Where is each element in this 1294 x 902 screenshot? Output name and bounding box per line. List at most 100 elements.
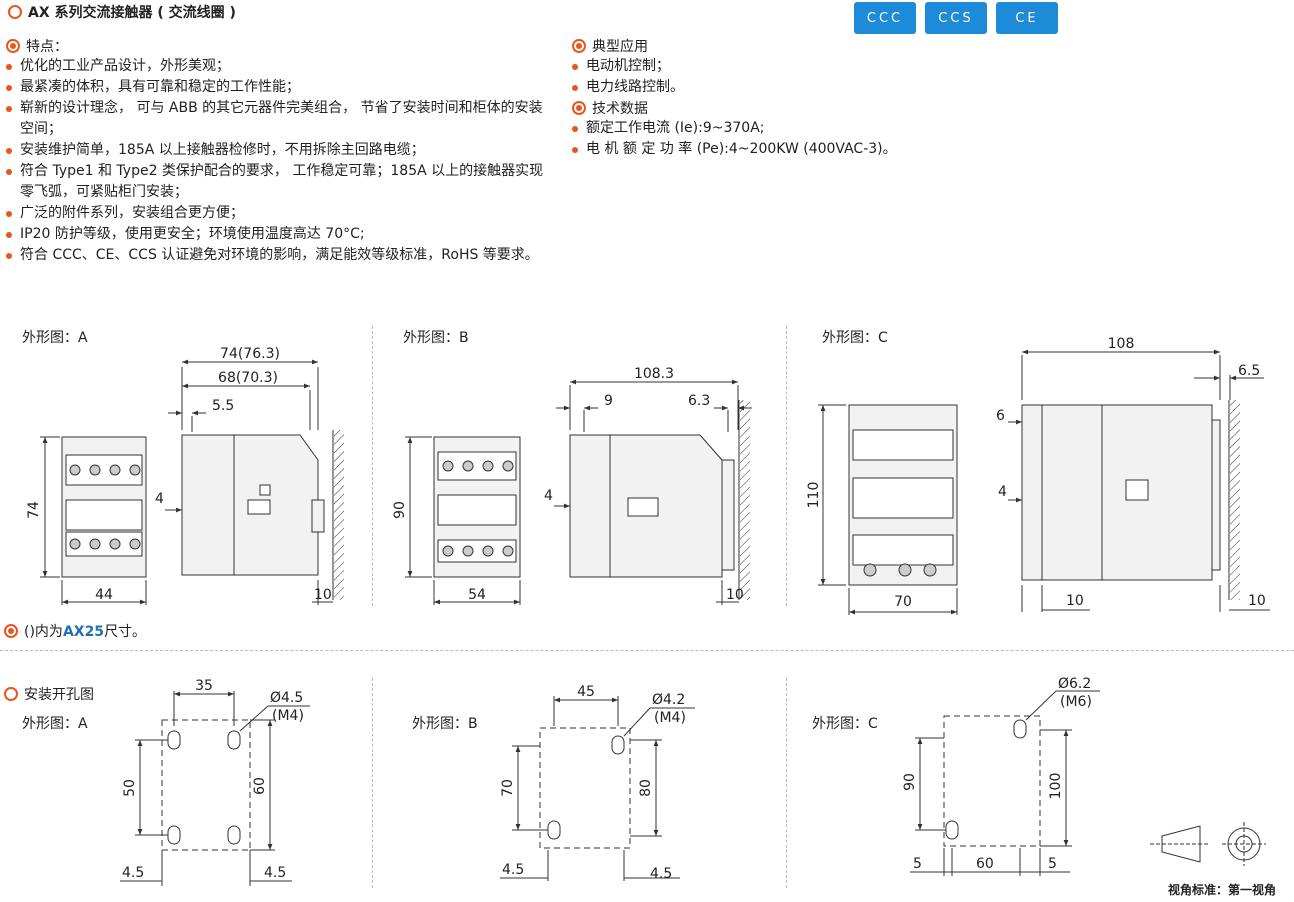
- list-item: 电动机控制；: [572, 56, 932, 77]
- section-ring-icon: [8, 5, 22, 19]
- divider: [0, 650, 1294, 651]
- dim-hole-b: Ø4.2: [652, 692, 685, 708]
- mounting-b-outline: [539, 727, 631, 849]
- mounting-hole: [611, 735, 625, 755]
- dim-outer-a: 74(76.3): [220, 346, 280, 362]
- dim-height-b: 90: [392, 501, 408, 519]
- dim-small-c: 4: [998, 484, 1007, 500]
- dim-screw-b: (M4): [654, 710, 686, 726]
- list-item: 广泛的附件系列，安装组合更方便；: [6, 203, 556, 224]
- badge-ccc: CCC: [854, 2, 916, 34]
- list-item: 额定工作电流 (Ie):9~370A;: [572, 118, 932, 139]
- mounting-c: 外形图：C Ø6.2 (M6) 90 100 5 60 5: [812, 676, 1100, 876]
- features-section: 特点： 优化的工业产品设计，外形美观； 最紧凑的体积，具有可靠和稳定的工作性能；…: [6, 36, 556, 266]
- applications-heading-text: 典型应用: [592, 39, 648, 55]
- bullet-target-icon: [572, 39, 586, 53]
- mounting-b: 外形图：B 45 Ø4.2 (M4) 70 80 4.5 4.5: [412, 684, 695, 882]
- note-model: AX25: [62, 624, 105, 640]
- mounting-hole: [1013, 719, 1027, 739]
- dim-inner-a: 68(70.3): [218, 370, 278, 386]
- dim-bl-a: 4.5: [122, 865, 144, 881]
- dim-top-b: 45: [577, 684, 595, 700]
- dim-width-a: 44: [95, 587, 113, 603]
- mounting-heading: 安装开孔图: [4, 684, 94, 704]
- dim-small-a: 4: [155, 491, 164, 507]
- dim-left-a: 50: [122, 779, 138, 797]
- applications-list: 电动机控制； 电力线路控制。: [572, 56, 932, 98]
- outline-c: 外形图：C 110 70 108 6.5 6 4 10 10: [806, 330, 1270, 615]
- divider: [372, 678, 373, 888]
- dim-left-c: 6: [996, 408, 1005, 424]
- view-standard-caption: 视角标准：第一视角: [1167, 883, 1276, 897]
- divider: [786, 678, 787, 888]
- mounting-hole: [227, 730, 241, 750]
- applications-section: 典型应用 电动机控制； 电力线路控制。 技术数据 额定工作电流 (Ie):9~3…: [572, 36, 932, 160]
- dim-br-a: 4.5: [264, 865, 286, 881]
- mounting-c-outline: [943, 715, 1041, 847]
- dim-small-b: 4: [544, 488, 553, 504]
- dim-outer-c: 108: [1108, 336, 1135, 352]
- features-list: 优化的工业产品设计，外形美观； 最紧凑的体积，具有可靠和稳定的工作性能； 崭新的…: [6, 56, 556, 266]
- dim-rail-b: 10: [726, 587, 744, 603]
- badge-ce: CE: [996, 2, 1058, 34]
- dim-mid-c: 60: [976, 856, 994, 872]
- dim-bl-b: 4.5: [502, 862, 524, 878]
- bullet-target-icon: [6, 39, 20, 53]
- side-view-c: [1021, 404, 1043, 581]
- list-item: 优化的工业产品设计，外形美观；: [6, 56, 556, 77]
- certification-badges: CCC CCS CE: [854, 2, 1058, 34]
- dim-bottom-c: 10: [1066, 593, 1084, 609]
- list-item: 符合 Type1 和 Type2 类保护配合的要求， 工作稳定可靠；185A 以…: [6, 161, 556, 203]
- divider: [372, 326, 373, 606]
- dim-hole-a: Ø4.5: [270, 690, 303, 706]
- outline-b: 外形图：B 90 54 108.3 9 6.3 4 10: [392, 330, 752, 605]
- side-view-a: [181, 434, 235, 576]
- section-ring-icon: [4, 687, 18, 701]
- list-item: 安装维护简单，185A 以上接触器检修时，不用拆除主回路电缆；: [6, 140, 556, 161]
- side-view-b: [569, 434, 611, 578]
- dim-offset-a: 5.5: [212, 398, 234, 414]
- tech-list: 额定工作电流 (Ie):9~370A; 电 机 额 定 功 率 (Pe):4~2…: [572, 118, 932, 160]
- applications-heading: 典型应用: [572, 36, 932, 56]
- dim-right-c: 100: [1048, 773, 1064, 800]
- mounting-a-outline: [161, 719, 251, 851]
- dim-rail-a: 10: [314, 587, 332, 603]
- dim-right-b: 80: [638, 779, 654, 797]
- features-heading-text: 特点：: [26, 39, 68, 55]
- badge-ccs: CCS: [925, 2, 987, 34]
- dim-outer-b: 108.3: [634, 366, 674, 382]
- dim-height-a: 74: [26, 501, 42, 519]
- outline-a-label: 外形图：A: [22, 330, 88, 346]
- dim-screw-c: (M6): [1060, 694, 1092, 710]
- dimension-note: ()内为AX25尺寸。: [4, 621, 146, 641]
- dim-left-b: 9: [604, 393, 613, 409]
- mounting-hole: [167, 730, 181, 750]
- mounting-hole: [167, 825, 181, 845]
- tech-heading: 技术数据: [572, 98, 932, 118]
- first-angle-projection-icon: [1150, 822, 1266, 866]
- outline-a: 外形图：A 74 44 74(76.3) 68(70.3) 5.5 4: [22, 330, 344, 605]
- mounting-hole: [227, 825, 241, 845]
- dim-bl-c: 5: [913, 856, 922, 872]
- list-item: 电 机 额 定 功 率 (Pe):4~200KW (400VAC-3)。: [572, 139, 932, 160]
- note-prefix: ()内为: [24, 624, 63, 640]
- list-item: 最紧凑的体积，具有可靠和稳定的工作性能；: [6, 77, 556, 98]
- dim-br-b: 4.5: [650, 866, 672, 882]
- dim-width-b: 54: [468, 587, 486, 603]
- dim-right-a: 60: [252, 777, 268, 795]
- list-item: IP20 防护等级，使用更安全；环境使用温度高达 70°C;: [6, 224, 556, 245]
- mounting-a-label: 外形图：A: [22, 716, 88, 732]
- dim-screw-a: (M4): [272, 708, 304, 724]
- bullet-target-icon: [4, 624, 18, 638]
- note-suffix: 尺寸。: [104, 624, 147, 640]
- mounting-a: 外形图：A 35 Ø4.5 (M4) 50 60 4.5 4.5: [22, 678, 310, 886]
- features-heading: 特点：: [6, 36, 556, 56]
- list-item: 符合 CCC、CE、CCS 认证避免对环境的影响，满足能效等级标准，RoHS 等…: [6, 245, 556, 266]
- list-item: 电力线路控制。: [572, 77, 932, 98]
- list-item: 崭新的设计理念， 可与 ABB 的其它元器件完美组合， 节省了安装时间和柜体的安…: [6, 98, 556, 140]
- dim-top-a: 35: [195, 678, 213, 694]
- mounting-c-label: 外形图：C: [812, 716, 878, 732]
- dim-right-b: 6.3: [688, 393, 710, 409]
- dim-width-c: 70: [894, 594, 912, 610]
- page-title-text: AX 系列交流接触器 ( 交流线圈 ): [28, 5, 236, 21]
